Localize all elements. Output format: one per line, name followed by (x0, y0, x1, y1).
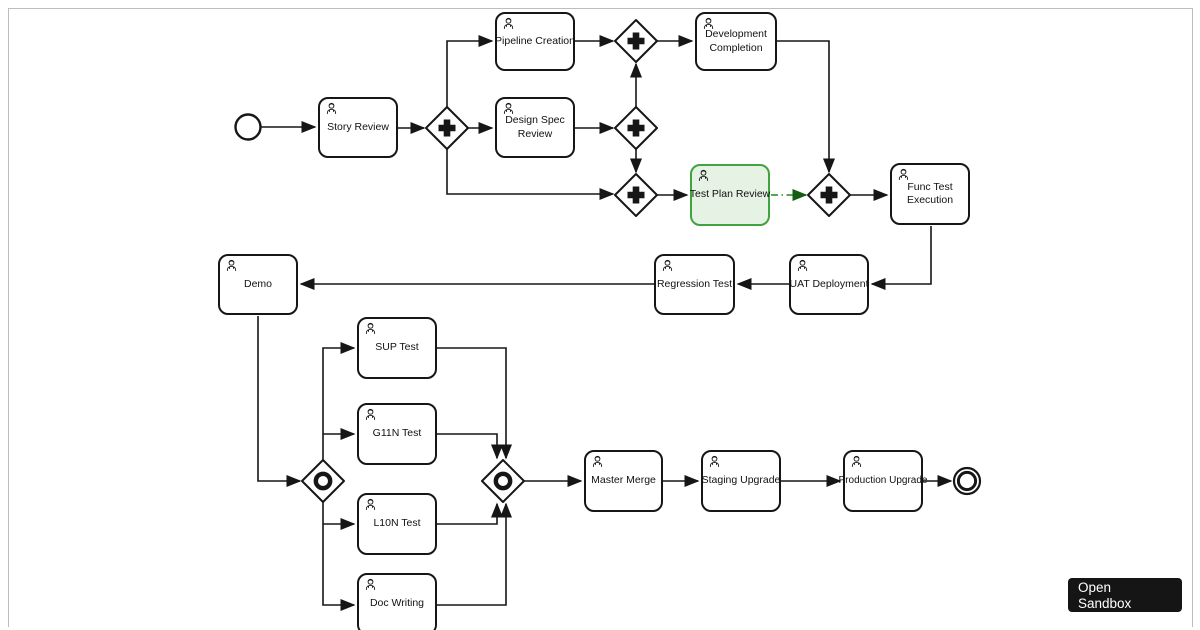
task-label: Doc Writing (369, 597, 425, 610)
user-task-icon (592, 455, 603, 468)
flow-split-to-sup-test (322, 341, 356, 460)
inclusive-gateway-split-after-demo[interactable] (301, 459, 345, 503)
flow-demo-to-split (257, 316, 302, 488)
user-task-icon (365, 578, 376, 591)
task-label: Pipeline Creation (495, 34, 575, 47)
parallel-gateway-join-before-functest[interactable] (807, 173, 851, 217)
task-label: Func Test Execution (906, 180, 954, 206)
user-task-icon (365, 498, 376, 511)
task-label: Production Upgrade (838, 474, 928, 486)
task-uat-deployment[interactable]: UAT Deployment (789, 254, 869, 315)
task-label: Demo (243, 277, 272, 290)
user-task-icon (851, 455, 862, 468)
parallel-gateway-join-before-testplan[interactable] (614, 173, 658, 217)
task-label: SUP Test (375, 341, 419, 354)
flow-split-to-pipeline-creation (446, 34, 494, 108)
task-label: Development Completion (705, 28, 767, 54)
task-label: Test Plan Review (689, 188, 771, 201)
user-task-icon (326, 102, 337, 115)
task-test-plan-review[interactable]: Test Plan Review (690, 164, 770, 226)
flow-split-to-testplan-join (446, 149, 615, 201)
flow-g11n-test-to-join (437, 433, 504, 460)
flow-devcomplete-to-join (777, 40, 836, 174)
open-sandbox-button[interactable]: Open Sandbox (1068, 578, 1182, 612)
flow-doc-writing-to-join (437, 502, 513, 606)
parallel-gateway-split-after-story[interactable] (425, 106, 469, 150)
task-label: Regression Test (656, 277, 733, 290)
task-label: UAT Deployment (789, 277, 869, 290)
task-production-upgrade[interactable]: Production Upgrade (839, 450, 927, 512)
flow-l10n-test-to-join (437, 502, 504, 525)
flow-sup-test-to-join (437, 347, 513, 460)
task-staging-upgrade[interactable]: Staging Upgrade (701, 450, 781, 512)
task-label: Story Review (327, 120, 389, 133)
user-task-icon (365, 408, 376, 421)
user-task-icon (703, 17, 714, 30)
task-pipeline-creation[interactable]: Pipeline Creation (495, 12, 575, 71)
task-l10n-test[interactable]: L10N Test (357, 493, 437, 555)
inclusive-gateway-join-before-merge[interactable] (481, 459, 525, 503)
task-story-review[interactable]: Story Review (318, 97, 398, 158)
parallel-gateway-after-design-review[interactable] (614, 106, 658, 150)
task-regression-test[interactable]: Regression Test (654, 254, 735, 315)
user-task-icon (503, 102, 514, 115)
user-task-icon (797, 259, 808, 272)
flow-func-test-to-uat (870, 226, 932, 291)
task-label: Staging Upgrade (701, 474, 781, 487)
flow-split-to-doc-writing (322, 502, 356, 612)
parallel-gateway-join-before-devcomplete[interactable] (614, 19, 658, 63)
user-task-icon (226, 259, 237, 272)
user-task-icon (365, 322, 376, 335)
user-task-icon (503, 17, 514, 30)
user-task-icon (898, 168, 909, 181)
task-label: Design Spec Review (505, 114, 565, 140)
task-sup-test[interactable]: SUP Test (357, 317, 437, 379)
user-task-icon (698, 169, 709, 182)
start-event[interactable] (234, 113, 262, 141)
user-task-icon (709, 455, 720, 468)
end-event[interactable] (952, 466, 982, 496)
task-func-test-execution[interactable]: Func Test Execution (890, 163, 970, 225)
task-label: Master Merge (591, 474, 656, 487)
task-design-spec-review[interactable]: Design Spec Review (495, 97, 575, 158)
task-g11n-test[interactable]: G11N Test (357, 403, 437, 465)
task-label: L10N Test (373, 517, 421, 530)
task-master-merge[interactable]: Master Merge (584, 450, 663, 512)
task-development-completion[interactable]: Development Completion (695, 12, 777, 71)
task-doc-writing[interactable]: Doc Writing (357, 573, 437, 630)
user-task-icon (662, 259, 673, 272)
task-demo[interactable]: Demo (218, 254, 298, 315)
task-label: G11N Test (372, 427, 422, 440)
